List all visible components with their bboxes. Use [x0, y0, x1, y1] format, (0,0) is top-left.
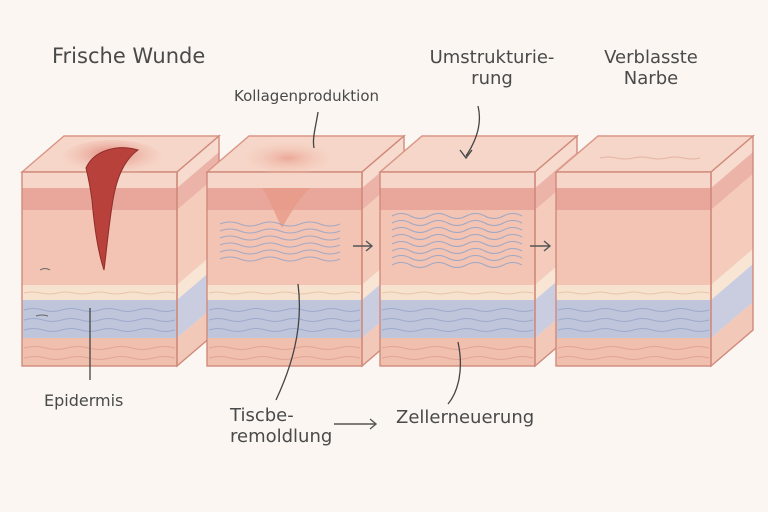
block-2-subcutis-texture-2 [208, 356, 361, 360]
collagen-fiber-b-1 [391, 213, 523, 219]
stage-arrow-2-3-head [365, 240, 374, 252]
collagen-fiber-b-5 [391, 241, 523, 247]
block-4-layer-1 [556, 172, 711, 188]
remodel-label: Tiscbe- remoldlung [230, 405, 333, 447]
block-2-layer-6 [207, 338, 362, 366]
collagen-fiber-b-2 [391, 220, 523, 226]
block-4-layer-2 [556, 188, 711, 210]
block-2-blue-texture-2 [208, 318, 361, 322]
block-3-subcutis-texture-2 [381, 356, 534, 360]
stage4-label: Verblasste Narbe [586, 47, 716, 89]
stage4-label-line1: Verblasste [604, 47, 698, 68]
block-4-subcutis-texture-1 [557, 346, 710, 350]
block-2-side-layer-1 [362, 136, 404, 188]
block-4-blue-texture-3 [557, 328, 710, 332]
stage1-label: Frische Wunde [52, 44, 206, 68]
block-3-subcutis-texture-1 [381, 346, 534, 350]
collagen-fiber-b-7 [391, 255, 523, 261]
block-2-blue-texture-1 [208, 308, 361, 312]
collagen-fiber-b-8 [391, 262, 523, 268]
block-3-blue-texture-3 [381, 328, 534, 332]
block-4-blue-texture-1 [557, 308, 710, 312]
stage4-label-line2: Narbe [623, 67, 679, 89]
stage-arrow-3-4-head [543, 240, 552, 252]
block-3-layer-1 [380, 172, 535, 188]
collagen-fiber-a-3 [219, 235, 341, 241]
stage3-label-line1: Umstrukturie- [429, 47, 555, 68]
block-4-side-layer-6 [711, 302, 753, 366]
block-2-fat-texture [208, 291, 361, 295]
block-1-subcutis-texture-1 [23, 346, 176, 350]
stage3-label-line2: rung [471, 67, 513, 89]
wound-cut [85, 147, 140, 271]
faded-scar-line [599, 156, 701, 160]
leader-restructure [465, 105, 481, 157]
collagen-fiber-a-4 [219, 242, 341, 248]
block-4-side-layer-3 [711, 174, 753, 285]
block-4-side-layer-4 [711, 249, 753, 300]
block-4-side-outline [710, 134, 754, 368]
block-4-subcutis-texture-2 [557, 356, 710, 360]
leader-restructure-head [459, 149, 473, 160]
block-1-blue-texture-1 [23, 308, 176, 312]
block-1-side-layer-2 [177, 152, 219, 210]
block-1-subcutis-texture-2 [23, 356, 176, 360]
stage2-label: Kollagenproduktion [234, 87, 380, 105]
stage1-marks [35, 268, 51, 317]
block-2-layer-1 [207, 172, 362, 188]
block-1-fat-texture [23, 291, 176, 295]
stage3-label: Umstrukturie- rung [410, 47, 574, 89]
block-2-subcutis-texture-1 [208, 346, 361, 350]
block-1-blue-texture-3 [23, 328, 176, 332]
healing-dip [262, 188, 310, 228]
skin-block-4 [554, 134, 755, 368]
block-4-layer-3 [556, 210, 711, 285]
block-4-side-layer-2 [711, 152, 753, 210]
block-3-layer-2 [380, 188, 535, 210]
collagen-fiber-b-3 [391, 227, 523, 233]
block-4-side-layer-1 [711, 136, 753, 188]
block-1-blue-texture-2 [23, 318, 176, 322]
block-1-side-layer-1 [177, 136, 219, 188]
collagen-fiber-a-2 [219, 228, 341, 234]
collagen-fiber-b-6 [391, 248, 523, 254]
block-4-fat-texture [557, 291, 710, 295]
collagen-fiber-a-1 [219, 221, 341, 227]
block-3-blue-texture-1 [381, 308, 534, 312]
block-3-side-layer-1 [535, 136, 577, 188]
block-4-blue-texture-2 [557, 318, 710, 322]
block-3-fat-texture [381, 291, 534, 295]
block-3-layer-3 [380, 210, 535, 285]
epidermis-label: Epidermis [44, 391, 124, 410]
block-3-blue-texture-2 [381, 318, 534, 322]
collagen-fiber-b-4 [391, 234, 523, 240]
block-2-blue-texture-3 [208, 328, 361, 332]
leader-collagen [312, 111, 319, 149]
collagen-fiber-a-6 [219, 256, 341, 262]
healing-glow [244, 142, 332, 174]
block-4-layer-6 [556, 338, 711, 366]
remodel-arrow-head [369, 418, 378, 430]
leader-remodel [275, 283, 301, 401]
renewal-label: Zellerneuerung [396, 407, 535, 428]
block-1-layer-6 [22, 338, 177, 366]
block-4-side-layer-5 [711, 264, 753, 338]
remodel-label-line2: remoldlung [230, 425, 333, 447]
remodel-label-line1: Tiscbe- [230, 405, 294, 426]
collagen-fiber-a-5 [219, 249, 341, 255]
leader-renewal [447, 341, 461, 405]
